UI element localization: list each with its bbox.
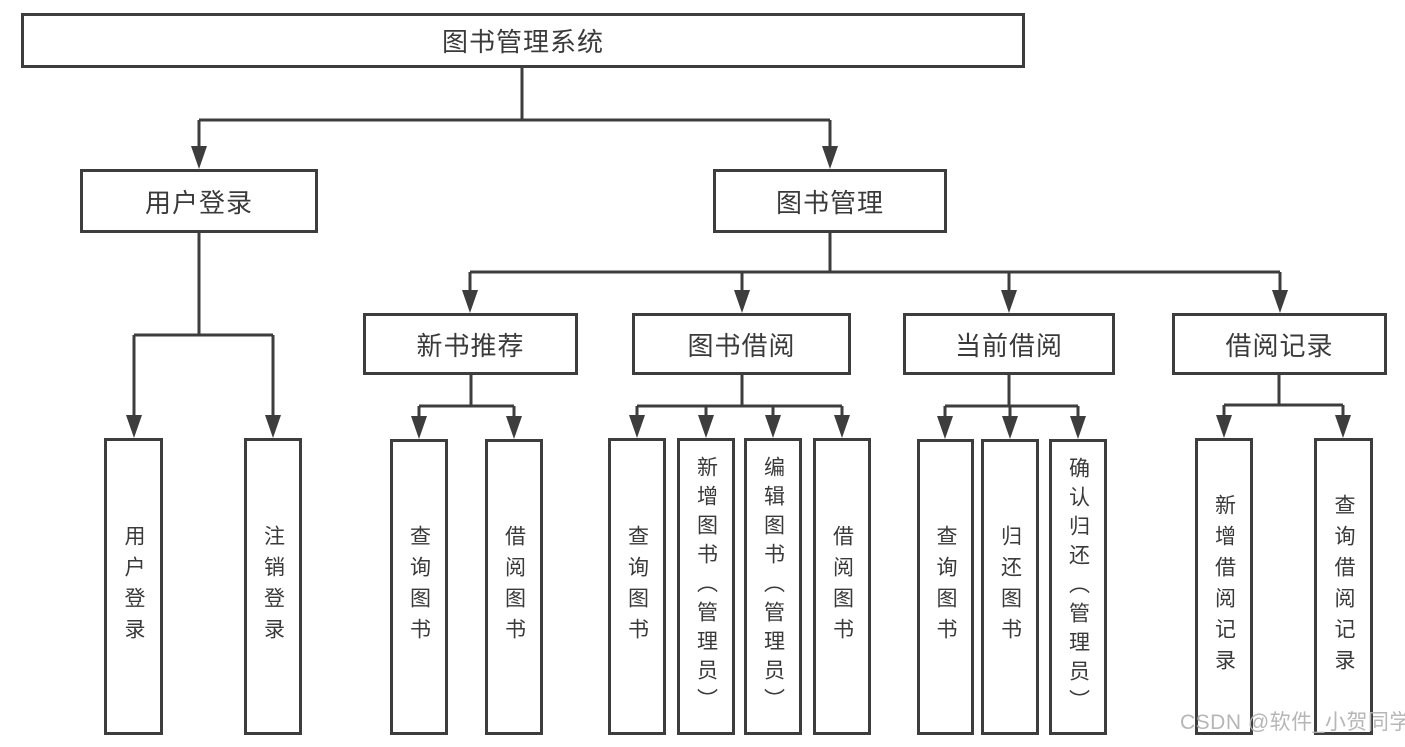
leaf-label: 确认归还（管理员）	[1066, 456, 1090, 718]
node-label: 新书推荐	[416, 330, 525, 361]
leaf-label: 注销登录	[261, 524, 285, 649]
leaf-label: 查询借阅记录	[1332, 493, 1355, 680]
leaf-borrow-books-borrow: 借阅图书	[813, 438, 871, 735]
node-user-login: 用户登录	[80, 169, 318, 233]
leaf-label: 查询图书	[625, 524, 649, 649]
node-current-borrowing: 当前借阅	[903, 313, 1115, 375]
leaf-label: 查询图书	[407, 525, 431, 649]
csdn-watermark: CSDN @软件_小贺同学	[1180, 711, 1405, 734]
node-new-book-recommend: 新书推荐	[363, 313, 578, 375]
leaf-user-login: 用户登录	[104, 438, 163, 735]
leaf-label: 归还图书	[998, 525, 1022, 649]
leaf-label: 新增图书（管理员）	[694, 456, 718, 717]
node-label: 借阅记录	[1225, 330, 1334, 361]
node-label: 当前借阅	[954, 330, 1063, 361]
leaf-edit-book-admin: 编辑图书（管理员）	[744, 438, 802, 735]
leaf-query-borrow-record: 查询借阅记录	[1314, 438, 1373, 735]
leaf-add-book-admin: 新增图书（管理员）	[677, 438, 735, 735]
leaf-label: 借阅图书	[502, 525, 526, 649]
leaf-label: 新增借阅记录	[1212, 493, 1236, 680]
leaf-label: 编辑图书（管理员）	[761, 456, 785, 717]
leaf-return-book: 归还图书	[981, 439, 1039, 735]
node-book-borrowing: 图书借阅	[632, 313, 851, 375]
leaf-label: 用户登录	[122, 524, 145, 649]
leaf-confirm-return-admin: 确认归还（管理员）	[1049, 439, 1107, 735]
connector-path	[132, 68, 1345, 420]
leaf-query-books-current: 查询图书	[917, 439, 974, 735]
leaf-label: 借阅图书	[830, 524, 854, 649]
leaf-label: 查询图书	[934, 525, 957, 649]
leaf-query-books-recommend: 查询图书	[390, 439, 448, 735]
arrowheads	[126, 146, 1351, 439]
node-label: 图书管理系统	[441, 27, 604, 57]
node-borrowing-records: 借阅记录	[1172, 313, 1387, 375]
node-book-management: 图书管理	[713, 169, 947, 233]
node-root-system: 图书管理系统	[21, 13, 1025, 68]
node-label: 图书管理	[775, 187, 884, 218]
leaf-borrow-books-recommend: 借阅图书	[485, 439, 543, 735]
node-label: 用户登录	[144, 187, 253, 218]
leaf-query-books-borrow: 查询图书	[608, 438, 666, 735]
leaf-logout: 注销登录	[244, 438, 302, 735]
node-label: 图书借阅	[687, 330, 796, 361]
leaf-add-borrow-record: 新增借阅记录	[1195, 438, 1253, 735]
